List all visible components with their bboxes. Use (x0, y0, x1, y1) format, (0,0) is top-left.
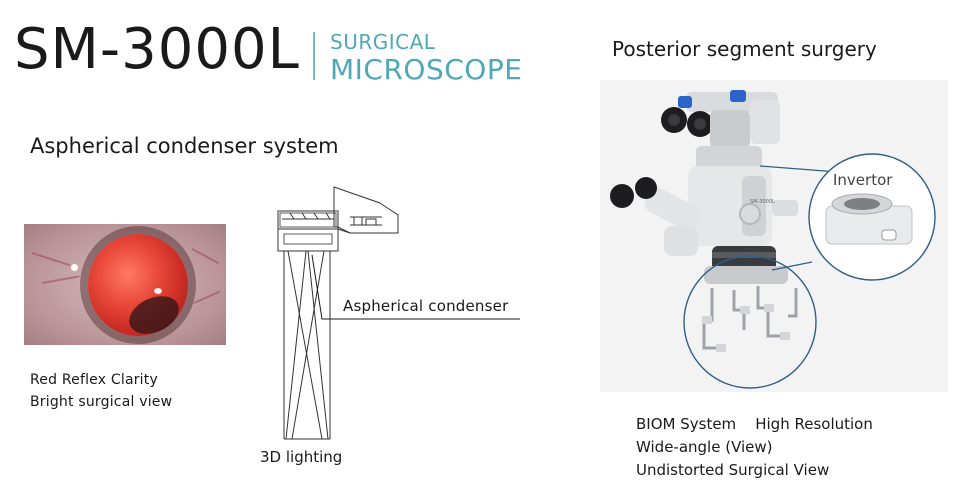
aspherical-condenser-label: Aspherical condenser (343, 297, 509, 315)
title-divider (313, 32, 315, 80)
3d-lighting-label: 3D lighting (260, 448, 343, 466)
caption-line: Bright surgical view (30, 394, 173, 410)
caption-line: BIOM System High Resolution (636, 415, 873, 433)
lens-block (277, 228, 339, 252)
red-reflex-eye-image (24, 224, 226, 345)
objective-housing (277, 210, 339, 230)
posterior-surgery-heading: Posterior segment surgery (612, 37, 877, 61)
condenser-section-heading: Aspherical condenser system (30, 134, 339, 158)
objective-ring (704, 246, 788, 284)
condenser-housing (333, 186, 399, 234)
surgical-microscope-image: SM-3000L (610, 90, 936, 389)
biom-joints (702, 304, 790, 352)
eye-glint (154, 288, 162, 294)
eye-glint (71, 264, 78, 271)
eye-vessel (31, 252, 71, 267)
eye-vessel (41, 275, 80, 284)
invertor-leader-top (759, 165, 839, 173)
invertor-leader-bottom (771, 261, 813, 271)
red-reflex-caption: Red Reflex Clarity Bright surgical view (30, 369, 172, 413)
objective-inner (279, 212, 337, 228)
caption-line: Undistorted Surgical View (636, 461, 830, 479)
microscope-body: SM-3000L (688, 146, 798, 246)
caption-line: Wide-angle (View) (636, 438, 773, 456)
eye-vessel (193, 290, 220, 304)
eye-vessel (191, 248, 219, 264)
side-eyepieces (610, 177, 700, 256)
top-eyepieces (661, 90, 780, 148)
brand-subtitle-top: SURGICAL (330, 30, 436, 54)
svg-text:SM-3000L: SM-3000L (750, 199, 775, 205)
caption-line: Red Reflex Clarity (30, 372, 158, 388)
biom-callout-circle (683, 255, 817, 389)
brand-subtitle-bottom: MICROSCOPE (330, 53, 523, 86)
invertor-device (825, 193, 913, 245)
product-model-title: SM-3000L (14, 17, 300, 82)
invertor-label: Invertor (833, 171, 893, 189)
biom-caption: BIOM System High Resolution Wide-angle (… (636, 413, 873, 482)
aspherical-condenser-diagram (277, 186, 520, 440)
